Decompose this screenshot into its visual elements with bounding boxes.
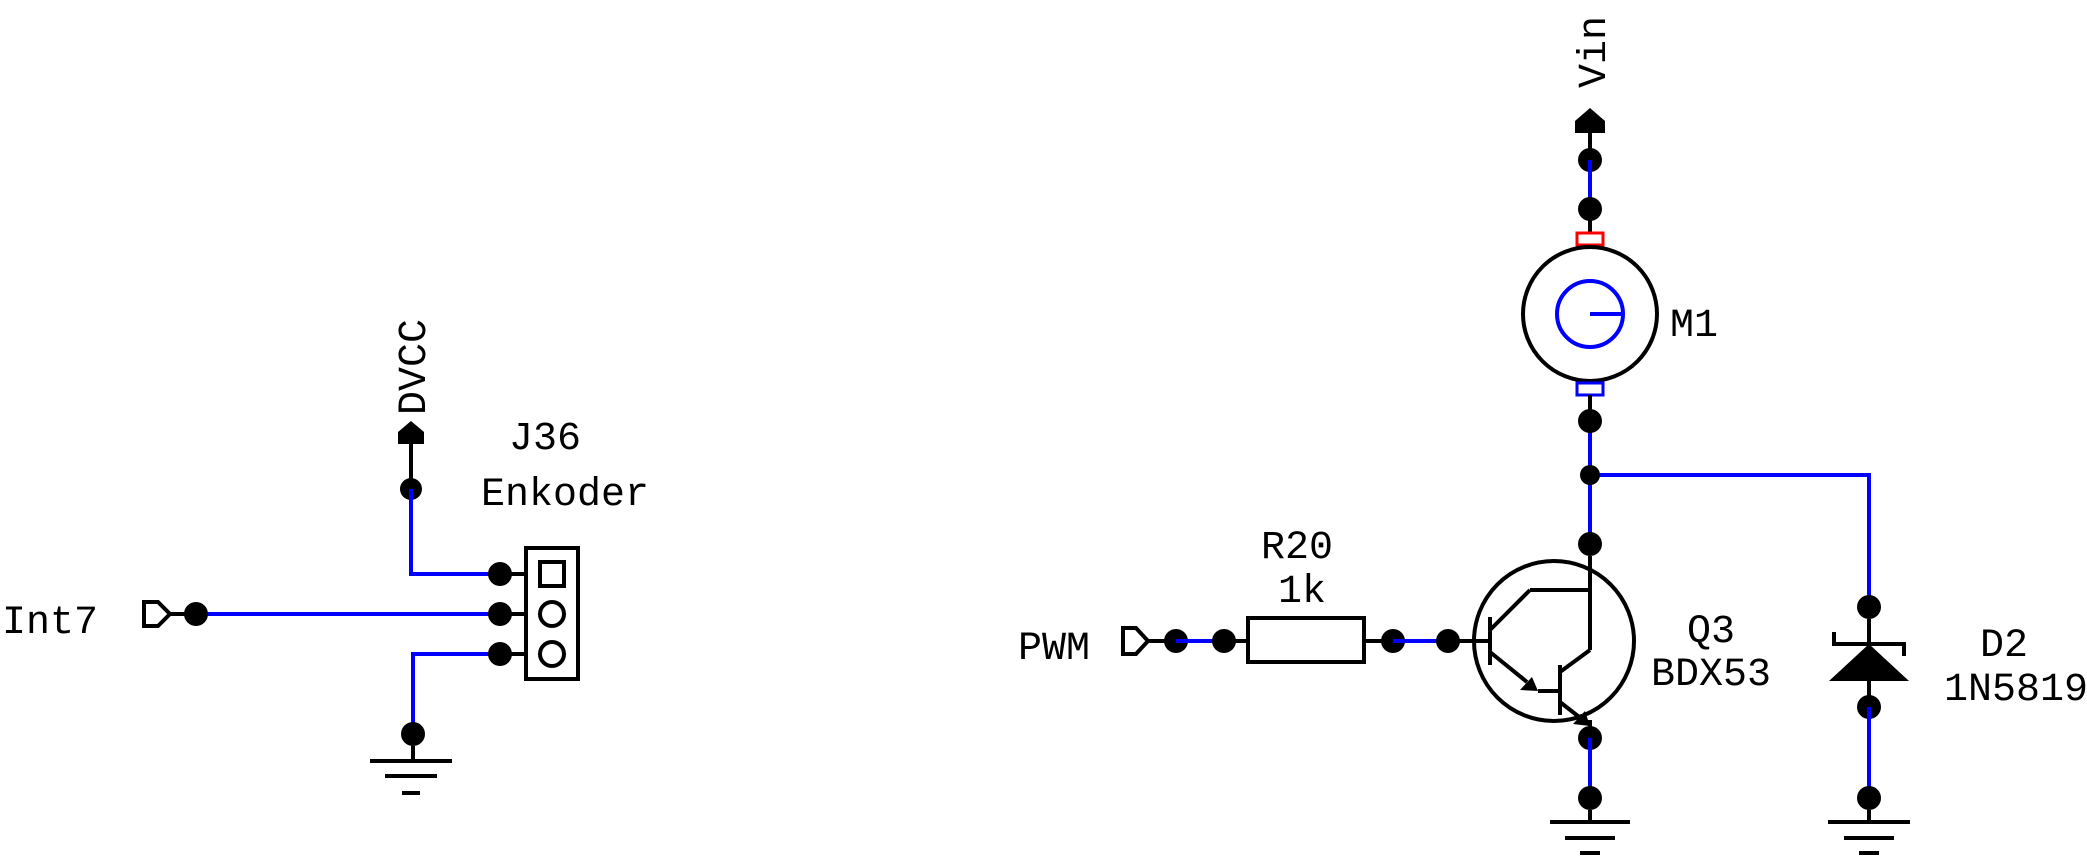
motor-negative-pin: [1575, 381, 1605, 397]
j36-connector: J36 Enkoder: [481, 417, 649, 681]
transistor-q3: Q3 BDX53: [1436, 532, 1771, 750]
motor-positive-pin: [1575, 231, 1605, 247]
diode-ground-symbol: [1828, 786, 1910, 855]
r20-ref: R20: [1261, 526, 1333, 571]
j36-ref: J36: [509, 417, 581, 462]
int7-port: Int7: [2, 600, 208, 646]
encoder-ground-symbol: [370, 722, 452, 795]
dvcc-power-port: DVCC: [393, 319, 438, 500]
motor-driver-circuit: Vin M1 PWM: [1018, 16, 2087, 855]
dvcc-wire: [409, 489, 500, 576]
pwm-port: PWM: [1018, 626, 1188, 672]
junction-dot: [1580, 465, 1600, 485]
d2-value: 1N5819: [1944, 668, 2087, 713]
j36-pin-1: [538, 560, 566, 588]
q3-value: BDX53: [1651, 653, 1771, 698]
q3-ref: Q3: [1687, 610, 1735, 655]
j36-pin-2: [538, 600, 566, 628]
transistor-ground-symbol: [1550, 786, 1630, 855]
motor-m1: M1: [1521, 197, 1718, 433]
pwm-label: PWM: [1018, 627, 1090, 672]
j36-value: Enkoder: [481, 473, 649, 518]
m1-ref: M1: [1670, 304, 1718, 349]
d2-ref: D2: [1980, 624, 2028, 669]
dvcc-label: DVCC: [393, 319, 438, 415]
diode-d2: D2 1N5819: [1829, 595, 2087, 719]
encoder-ground-wire: [411, 652, 500, 734]
vin-power-port: Vin: [1573, 16, 1618, 172]
r20-value: 1k: [1278, 570, 1326, 615]
diode-cathode-wire: [1590, 473, 1871, 607]
encoder-circuit: DVCC Int7 J36 Enkoder: [2, 319, 649, 795]
vin-label: Vin: [1573, 16, 1618, 88]
int7-label: Int7: [2, 601, 98, 646]
j36-pin-3: [538, 640, 566, 668]
resistor-r20: R20 1k: [1212, 526, 1405, 664]
